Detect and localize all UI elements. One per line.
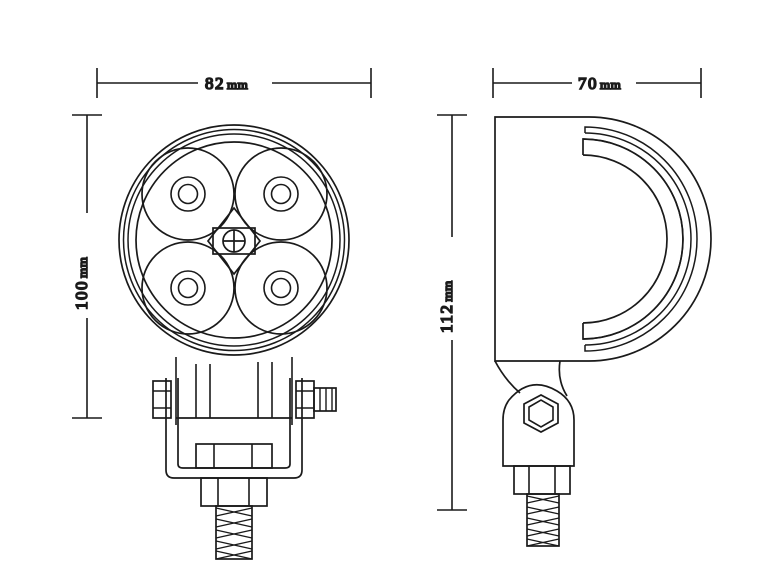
side-housing-body bbox=[494, 116, 712, 362]
front-housing-rings bbox=[118, 124, 350, 356]
side-mounting-bracket bbox=[494, 360, 575, 467]
bracket-bolt-right bbox=[295, 380, 337, 419]
center-screw-detail bbox=[206, 206, 262, 276]
led-reflector-bottom-left bbox=[141, 241, 235, 335]
led-reflector-top-left bbox=[141, 147, 235, 241]
front-threaded-stud bbox=[200, 477, 268, 560]
dimension-front-height bbox=[72, 114, 102, 419]
thread-hatching-front bbox=[215, 507, 253, 560]
side-height-label: 112mm bbox=[437, 280, 456, 333]
bracket-bolt-left bbox=[152, 380, 172, 419]
led-reflector-bottom-right bbox=[234, 241, 328, 335]
dimension-side-height bbox=[437, 114, 467, 511]
led-reflector-top-right bbox=[234, 147, 328, 241]
dimension-side-width bbox=[492, 68, 702, 98]
dimension-front-width bbox=[96, 68, 372, 98]
front-height-label: 100mm bbox=[72, 257, 91, 310]
front-mounting-bracket bbox=[165, 357, 303, 479]
side-threaded-stud bbox=[513, 465, 571, 547]
thread-hatching-side bbox=[526, 495, 560, 547]
